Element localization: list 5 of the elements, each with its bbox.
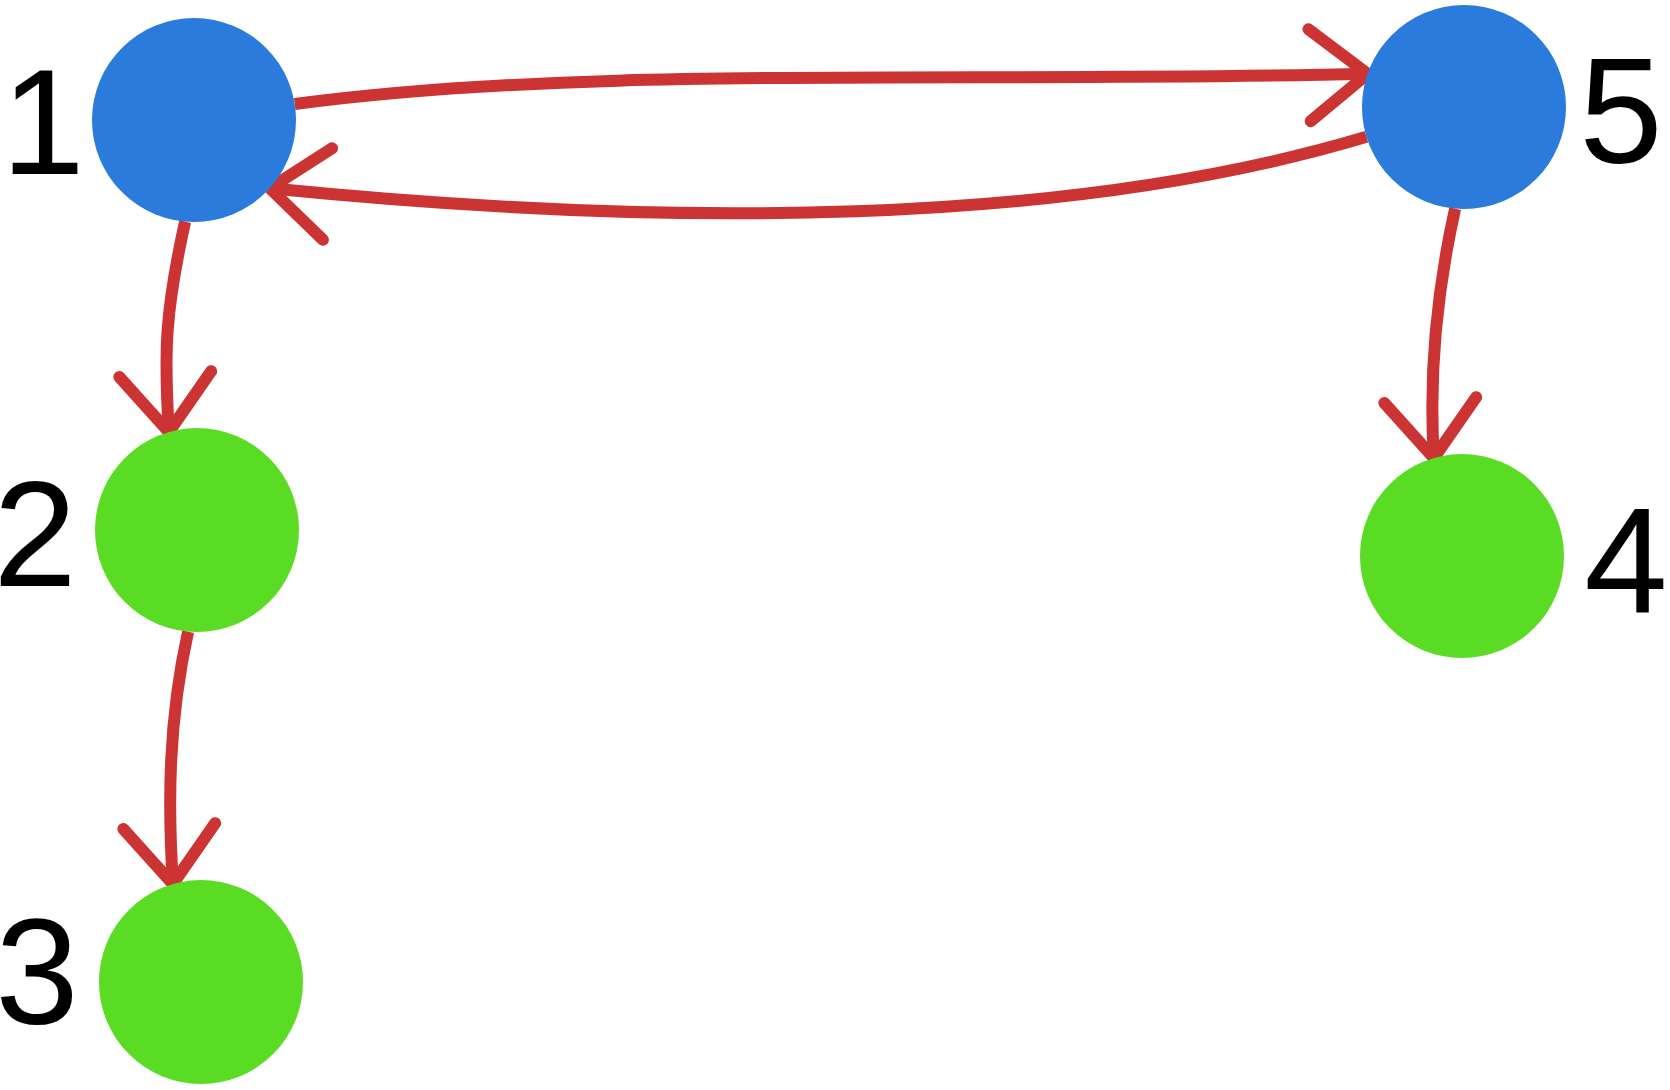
node-label: 3 <box>0 897 79 1047</box>
node-label: 4 <box>1584 485 1668 635</box>
node-label: 2 <box>0 459 77 609</box>
node-label: 1 <box>1 47 85 197</box>
node-label: 5 <box>1579 36 1663 186</box>
